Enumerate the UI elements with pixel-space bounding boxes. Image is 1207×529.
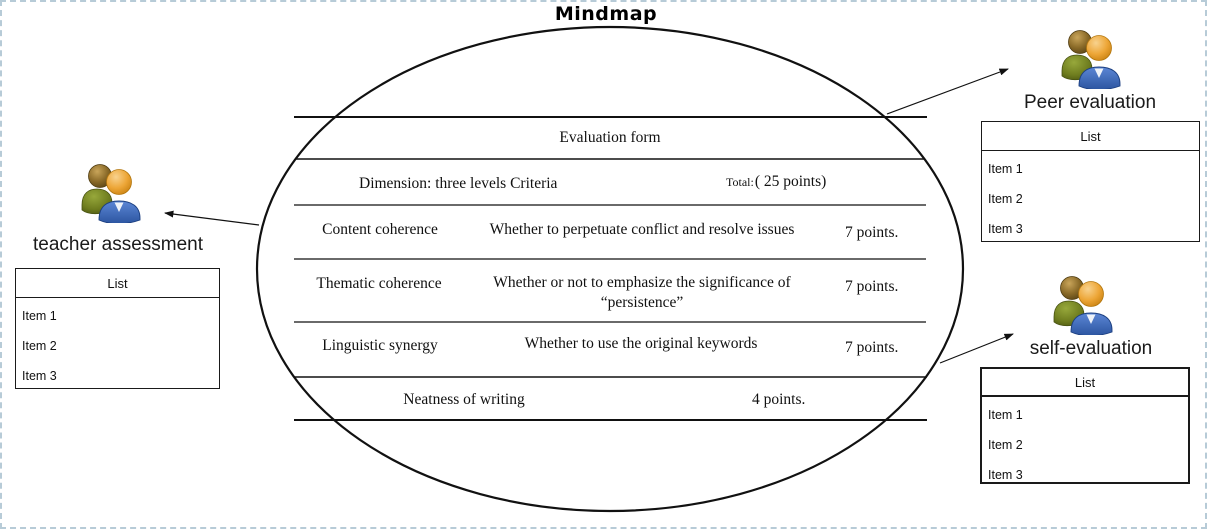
row-criteria: Whether to use the original keywords [524,335,758,352]
table-total-cell: Total: ( 25 points) [726,173,826,191]
list-item[interactable]: Item 1 [988,162,1023,176]
row-points: 7 points. [845,224,899,241]
node-label-teacher-assessment[interactable]: teacher assessment [32,234,204,255]
row-dimension: Thematic coherence [316,275,442,292]
list-item[interactable]: Item 3 [988,222,1023,236]
list-header: List [16,269,219,298]
table-dimension-header: Dimension: three levels Criteria [359,175,558,192]
total-value: ( 25 points) [754,173,827,190]
page-title: Mindmap [554,3,658,25]
row-dimension: Content coherence [322,221,438,238]
central-ellipse [255,25,965,513]
list-item[interactable]: Item 2 [988,438,1023,452]
connectors [164,68,1014,364]
list-items: Item 1 Item 2 Item 3 [16,298,219,391]
row-points: 7 points. [845,278,899,295]
arrow-to-teacher [164,210,260,226]
people-group-icon[interactable] [1061,30,1121,90]
teacher-list-box[interactable]: List Item 1 Item 2 Item 3 [15,268,220,389]
table-title: Evaluation form [559,129,661,146]
footer-label: Neatness of writing [403,391,525,408]
list-items: Item 1 Item 2 Item 3 [982,151,1199,244]
people-group-icon[interactable] [1053,276,1113,336]
node-label-self-evaluation[interactable]: self-evaluation [1029,338,1153,359]
table-rules [294,116,927,421]
list-item[interactable]: Item 1 [22,309,57,323]
total-label: Total: [726,175,754,189]
people-group-icon[interactable] [81,164,141,224]
row-dimension: Linguistic synergy [322,337,438,354]
list-item[interactable]: Item 3 [988,468,1023,482]
arrow-to-peer [886,68,1009,115]
peer-list-box[interactable]: List Item 1 Item 2 Item 3 [981,121,1200,242]
list-header: List [982,369,1188,397]
node-label-peer-evaluation[interactable]: Peer evaluation [1023,92,1157,113]
row-criteria: Whether to perpetuate conflict and resol… [489,221,795,238]
list-items: Item 1 Item 2 Item 3 [982,397,1188,490]
list-item[interactable]: Item 3 [22,369,57,383]
self-list-box[interactable]: List Item 1 Item 2 Item 3 [980,367,1190,484]
arrow-to-self [939,333,1014,364]
list-item[interactable]: Item 2 [22,339,57,353]
list-header: List [982,122,1199,151]
row-points: 7 points. [845,339,899,356]
footer-points: 4 points. [752,391,806,408]
list-item[interactable]: Item 1 [988,408,1023,422]
row-criteria: Whether or not to emphasize the signific… [493,274,791,311]
list-item[interactable]: Item 2 [988,192,1023,206]
